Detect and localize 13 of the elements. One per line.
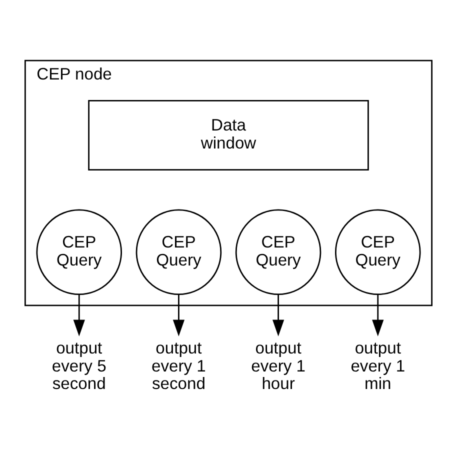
node-circle: CEP Query — [136, 209, 222, 296]
node-circle: CEP Query — [335, 209, 421, 296]
node-text: output every 1 hour — [251, 338, 306, 394]
node-box: Data window — [88, 100, 369, 171]
arrow — [73, 294, 85, 336]
node-circle: CEP Query — [36, 209, 122, 296]
arrow — [172, 294, 185, 336]
arrow — [272, 294, 284, 336]
node-text: output every 1 second — [152, 338, 206, 394]
node-text: output every 1 min — [350, 338, 406, 394]
node-text: output every 5 second — [52, 338, 106, 394]
arrow — [372, 294, 384, 336]
node-circle: CEP Query — [235, 209, 322, 296]
